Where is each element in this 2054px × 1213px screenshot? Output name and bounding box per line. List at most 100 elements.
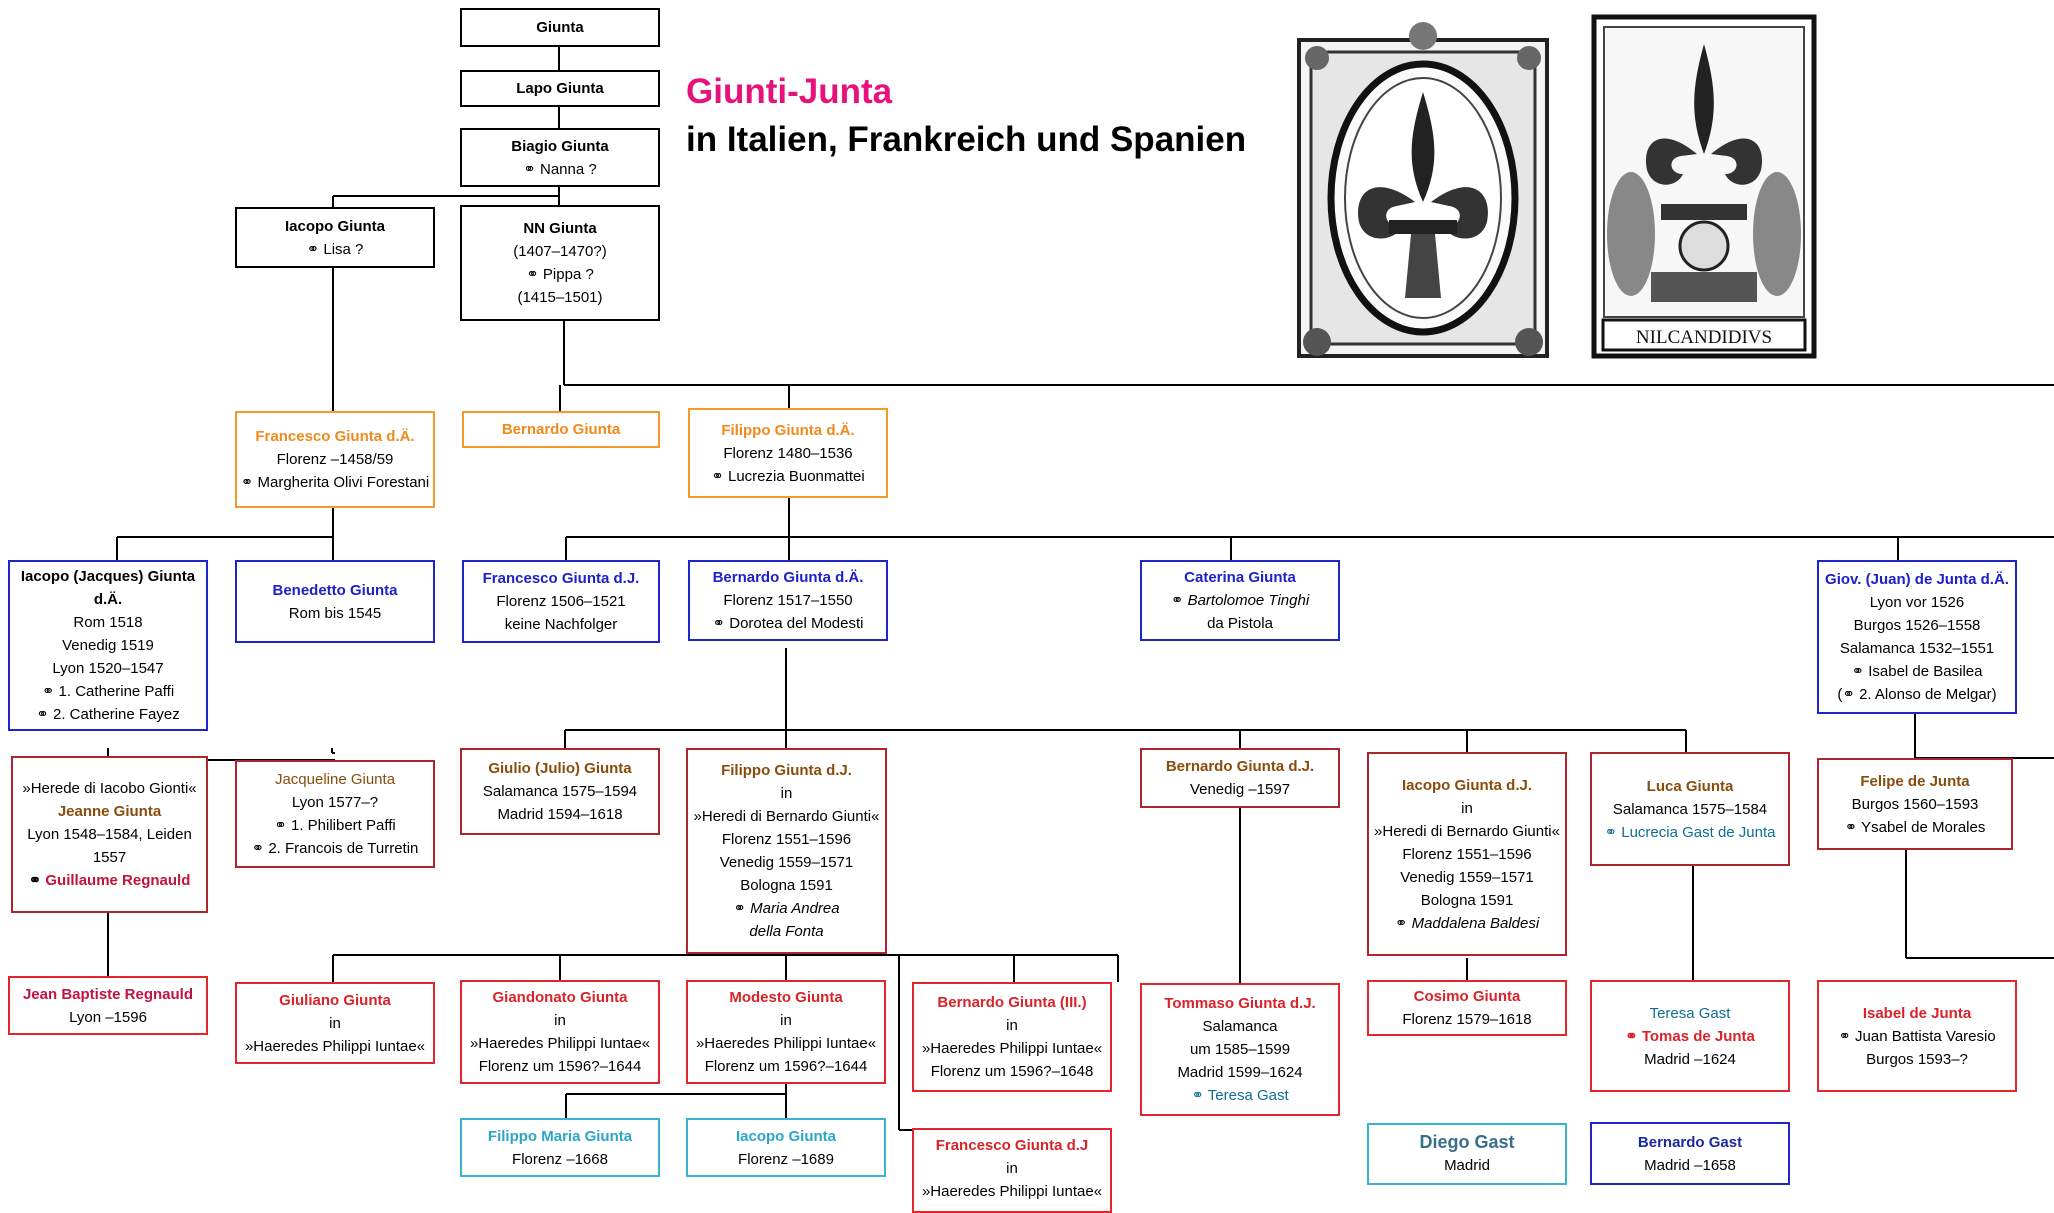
- spouse-text: (⚭ 2. Alonso de Melgar): [1837, 686, 1997, 703]
- place-dates: Florenz um 1596?–1644: [478, 1058, 642, 1075]
- person-name: Giandonato Giunta: [492, 989, 628, 1006]
- place-dates: Lyon 1548–1584, Leiden: [27, 826, 192, 843]
- person-tommaso-giunta-dj: Tommaso Giunta d.J. Salamanca um 1585–15…: [1140, 983, 1340, 1116]
- place-dates: Lyon vor 1526: [1869, 594, 1965, 611]
- spouse-text: ⚭ Pippa ?: [526, 266, 594, 283]
- place-dates: Florenz 1551–1596: [1402, 845, 1532, 863]
- place-dates: Lyon –1596: [69, 1008, 147, 1026]
- printer-mark-lily-right-image: NILCANDIDIVS: [1591, 14, 1817, 359]
- person-iacopo-giunta-young: Iacopo Giunta Florenz –1689: [686, 1118, 886, 1177]
- person-name: Jeanne Giunta: [57, 803, 162, 820]
- place-dates: Salamanca 1575–1594: [482, 783, 638, 800]
- spouse-name: Maria Andrea: [750, 900, 840, 917]
- place-dates: Florenz um 1596?–1644: [704, 1058, 868, 1075]
- person-isabel-de-junta: Isabel de Junta ⚭ Juan Battista Varesio …: [1817, 980, 2017, 1092]
- spouse-text: ⚭ Nanna ?: [523, 160, 597, 178]
- person-modesto-giunta: Modesto Giunta in »Haeredes Philippi Iun…: [686, 980, 886, 1084]
- person-name: Lapo Giunta: [516, 80, 604, 97]
- person-filippo-maria-giunta: Filippo Maria Giunta Florenz –1668: [460, 1118, 660, 1177]
- place-dates: Bologna 1591: [740, 877, 833, 894]
- place-dates: Florenz 1480–1536: [723, 444, 853, 462]
- person-name: Jean Baptiste Regnauld: [22, 985, 194, 1003]
- place-dates: Burgos 1593–?: [1866, 1050, 1968, 1068]
- in-text: in: [780, 785, 793, 802]
- person-felipe-de-junta: Felipe de Junta Burgos 1560–1593 ⚭ Ysabe…: [1817, 758, 2013, 850]
- marriage-symbol: ⚭: [28, 872, 46, 889]
- person-name: Francesco Giunta d.J: [935, 1137, 1089, 1154]
- in-text: in: [1006, 1160, 1018, 1177]
- spouse-origin: da Pistola: [1207, 615, 1273, 632]
- spouse-text: ⚭ 1. Philibert Paffi: [274, 817, 396, 834]
- in-text: in: [780, 1012, 792, 1029]
- person-bernardo-giunta-dj: Bernardo Giunta d.J. Venedig –1597: [1140, 748, 1340, 808]
- note-text: keine Nachfolger: [504, 616, 618, 633]
- place-dates: Lyon 1577–?: [291, 794, 379, 811]
- person-name: Luca Giunta: [1646, 777, 1734, 795]
- person-name: Jacqueline Giunta: [274, 771, 396, 788]
- person-name: Diego Gast: [1419, 1132, 1515, 1152]
- person-name: Benedetto Giunta: [272, 581, 398, 599]
- person-name: Felipe de Junta: [1860, 772, 1970, 790]
- person-name: Iacopo Giunta d.J.: [1401, 776, 1532, 794]
- place-dates: Salamanca 1532–1551: [1839, 640, 1995, 657]
- motto-text: NILCANDIDIVS: [1636, 327, 1772, 348]
- in-text: in: [1006, 1017, 1018, 1034]
- person-giulio-julio-giunta: Giulio (Julio) Giunta Salamanca 1575–159…: [460, 748, 660, 835]
- person-giunta: Giunta: [460, 8, 660, 47]
- place-dates: Madrid 1599–1624: [1177, 1064, 1303, 1081]
- firm-name: »Haeredes Philippi Iuntae«: [695, 1035, 877, 1052]
- place-dates: Salamanca 1575–1584: [1612, 800, 1768, 818]
- person-name: Iacopo (Jacques) Giunta: [20, 568, 196, 585]
- place-dates: Florenz um 1596?–1648: [930, 1063, 1094, 1080]
- spouse-text: ⚭ Lucrezia Buonmattei: [711, 467, 865, 485]
- printer-mark-lily-left-image: [1297, 22, 1549, 358]
- person-name: Bernardo Giunta d.Ä.: [712, 569, 864, 586]
- spouse-text: ⚭ 2. Francois de Turretin: [251, 840, 419, 857]
- spouse-name: Bartolomoe Tinghi: [1187, 592, 1310, 609]
- person-jean-baptiste-regnauld: Jean Baptiste Regnauld Lyon –1596: [8, 976, 208, 1035]
- spouse-text: ⚭ 2. Catherine Fayez: [36, 706, 180, 723]
- spouse-text: ⚭ Juan Battista Varesio: [1838, 1027, 1996, 1045]
- person-cosimo-giunta: Cosimo Giunta Florenz 1579–1618: [1367, 980, 1567, 1036]
- place-dates: Madrid 1594–1618: [497, 806, 623, 823]
- firm-name: »Haeredes Philippi Iuntae«: [469, 1035, 651, 1052]
- person-name-suffix: d.Ä.: [93, 591, 123, 608]
- person-name: Bernardo Gast: [1637, 1133, 1743, 1151]
- person-name: Giuliano Giunta: [279, 991, 391, 1009]
- person-name: Filippo Maria Giunta: [487, 1127, 633, 1145]
- place-dates: Florenz –1458/59: [276, 451, 394, 468]
- place-dates: Venedig –1597: [1189, 781, 1291, 798]
- person-name: Iacopo Giunta: [284, 217, 385, 235]
- place-dates: Venedig 1559–1571: [1400, 868, 1534, 886]
- spouse-name: Maddalena Baldesi: [1411, 914, 1540, 932]
- firm-name: »Heredi di Bernardo Giunti«: [693, 808, 880, 825]
- person-name: Modesto Giunta: [729, 989, 843, 1006]
- person-bernardo-giunta-iii: Bernardo Giunta (III.) in »Haeredes Phil…: [912, 982, 1112, 1092]
- place-dates: um 1585–1599: [1189, 1041, 1291, 1058]
- person-diego-gast: Diego Gast Madrid: [1367, 1123, 1567, 1185]
- firm-name: »Herede di Iacobo Gionti«: [22, 780, 197, 797]
- marriage-symbol: ⚭: [733, 900, 751, 917]
- person-name: Isabel de Junta: [1862, 1004, 1972, 1022]
- person-name: NN Giunta: [523, 220, 597, 237]
- spouse-text: ⚭ Margherita Olivi Forestani: [240, 474, 430, 491]
- spouse-text: ⚭ Dorotea del Modesti: [712, 615, 864, 632]
- chart-subtitle: in Italien, Frankreich und Spanien: [686, 120, 1247, 159]
- in-text: in: [329, 1014, 341, 1032]
- person-name: Bernardo Giunta: [501, 421, 621, 438]
- person-name: Giunta: [536, 19, 584, 36]
- place-dates: Florenz 1506–1521: [496, 593, 626, 610]
- person-nn-giunta: NN Giunta (1407–1470?) ⚭ Pippa ? (1415–1…: [460, 205, 660, 321]
- spouse-text: ⚭ Lucrecia Gast de Junta: [1604, 823, 1776, 841]
- person-name: Cosimo Giunta: [1413, 988, 1521, 1005]
- spouse-text: ⚭ 1. Catherine Paffi: [41, 683, 175, 700]
- person-name: Giov. (Juan) de Junta d.Ä.: [1825, 571, 2009, 588]
- person-juan-de-junta-da: Giov. (Juan) de Junta d.Ä. Lyon vor 1526…: [1817, 560, 2017, 714]
- place-dates: Florenz –1689: [738, 1150, 834, 1168]
- firm-name: »Heredi di Bernardo Giunti«: [1374, 822, 1560, 840]
- place-dates: 1557: [92, 849, 127, 866]
- person-name: ⚭ Tomas de Junta: [1625, 1027, 1755, 1045]
- person-name: Tommaso Giunta d.J.: [1164, 995, 1316, 1012]
- place-dates: Lyon 1520–1547: [52, 660, 164, 677]
- spouse-text: ⚭ Lisa ?: [306, 240, 364, 258]
